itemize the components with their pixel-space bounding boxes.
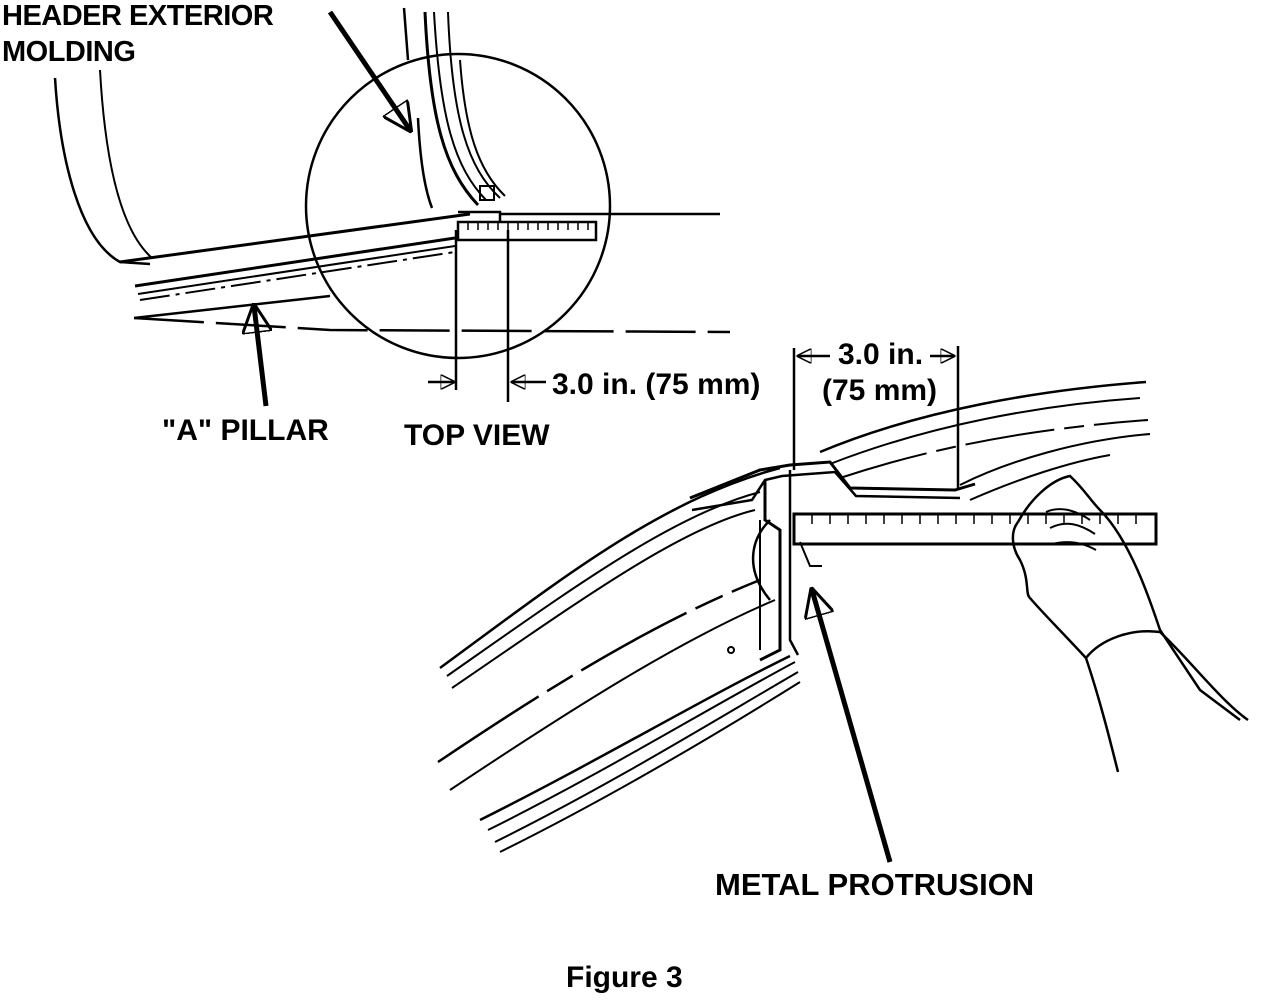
metal-protrusion-leader — [812, 590, 893, 863]
upper-arc-4 — [959, 433, 1151, 486]
a-pillar-label: "A" PILLAR — [162, 414, 329, 447]
a-pillar-line-2 — [134, 236, 456, 288]
header-molding-label-line1: HEADER EXTERIOR — [2, 0, 274, 32]
small-ruler-end — [799, 541, 822, 567]
roof-arc-1 — [439, 466, 781, 670]
roof-arc-6 — [479, 654, 791, 822]
roof-arc-7 — [487, 661, 796, 831]
detail-dimension-label-line1: 3.0 in. — [838, 338, 924, 371]
detail-ruler — [792, 512, 1158, 546]
roof-rail-4 — [447, 11, 501, 199]
a-pillar-leader — [254, 306, 266, 407]
cuff — [1084, 630, 1161, 773]
detail-dimension-label-line2: (75 mm) — [822, 374, 938, 407]
metal-protrusion-label: METAL PROTRUSION — [715, 867, 1035, 902]
small-rivet — [727, 646, 735, 654]
a-pillar-lower — [133, 294, 331, 320]
upper-arc-1 — [819, 380, 1147, 454]
roof-arc-4 — [437, 578, 761, 764]
roof-arc-8 — [494, 671, 799, 843]
molding-profile-inner — [691, 470, 961, 512]
roof-arc-5 — [449, 599, 776, 791]
flange-curve — [751, 519, 771, 601]
a-pillar-line-3 — [137, 245, 456, 295]
top-view-ruler-ticks — [467, 222, 589, 230]
header-molding-edge — [416, 117, 434, 209]
windshield-outline — [53, 77, 151, 266]
roof-rail-1 — [402, 7, 410, 61]
top-view-illustration — [53, 7, 731, 402]
hand-outline — [1016, 474, 1241, 721]
detail-view-illustration — [437, 346, 1249, 853]
top-view-ruler — [456, 220, 598, 242]
a-pillar-base — [133, 316, 731, 334]
flange-vertical-1 — [759, 480, 782, 662]
top-view-dimension-label: 3.0 in. (75 mm) — [552, 368, 761, 401]
forearm — [1159, 631, 1249, 722]
roof-rail-5 — [459, 59, 506, 197]
header-molding-leader — [327, 10, 410, 130]
figure-caption: Figure 3 — [566, 961, 683, 994]
top-view-label: TOP VIEW — [404, 419, 550, 452]
molding-profile — [689, 460, 976, 500]
roof-arc-2 — [446, 491, 761, 677]
roof-arc-9 — [499, 681, 801, 853]
finger-2 — [1049, 522, 1096, 535]
upper-arc-3 — [839, 419, 1149, 479]
roof-rail-2 — [423, 11, 480, 207]
a-pillar-line-1 — [119, 212, 471, 264]
small-clip — [479, 185, 495, 201]
header-molding-label-line2: MOLDING — [2, 36, 136, 68]
flange-vertical-2 — [788, 470, 800, 656]
a-pillar-line-4 — [139, 251, 456, 301]
thumb — [1011, 521, 1031, 599]
finger-1 — [1045, 508, 1091, 521]
roof-rail-3 — [433, 11, 487, 201]
upper-arc-2 — [829, 397, 1141, 465]
windshield-inner-curve — [99, 69, 153, 259]
detail-ruler-ticks — [811, 514, 1137, 524]
roof-arc-3 — [451, 509, 756, 689]
upper-arc-5 — [969, 454, 1111, 501]
top-view-ruler-stop — [458, 210, 502, 222]
detail-circle — [304, 52, 612, 360]
palm — [1029, 597, 1087, 659]
finger-3 — [1051, 541, 1097, 551]
